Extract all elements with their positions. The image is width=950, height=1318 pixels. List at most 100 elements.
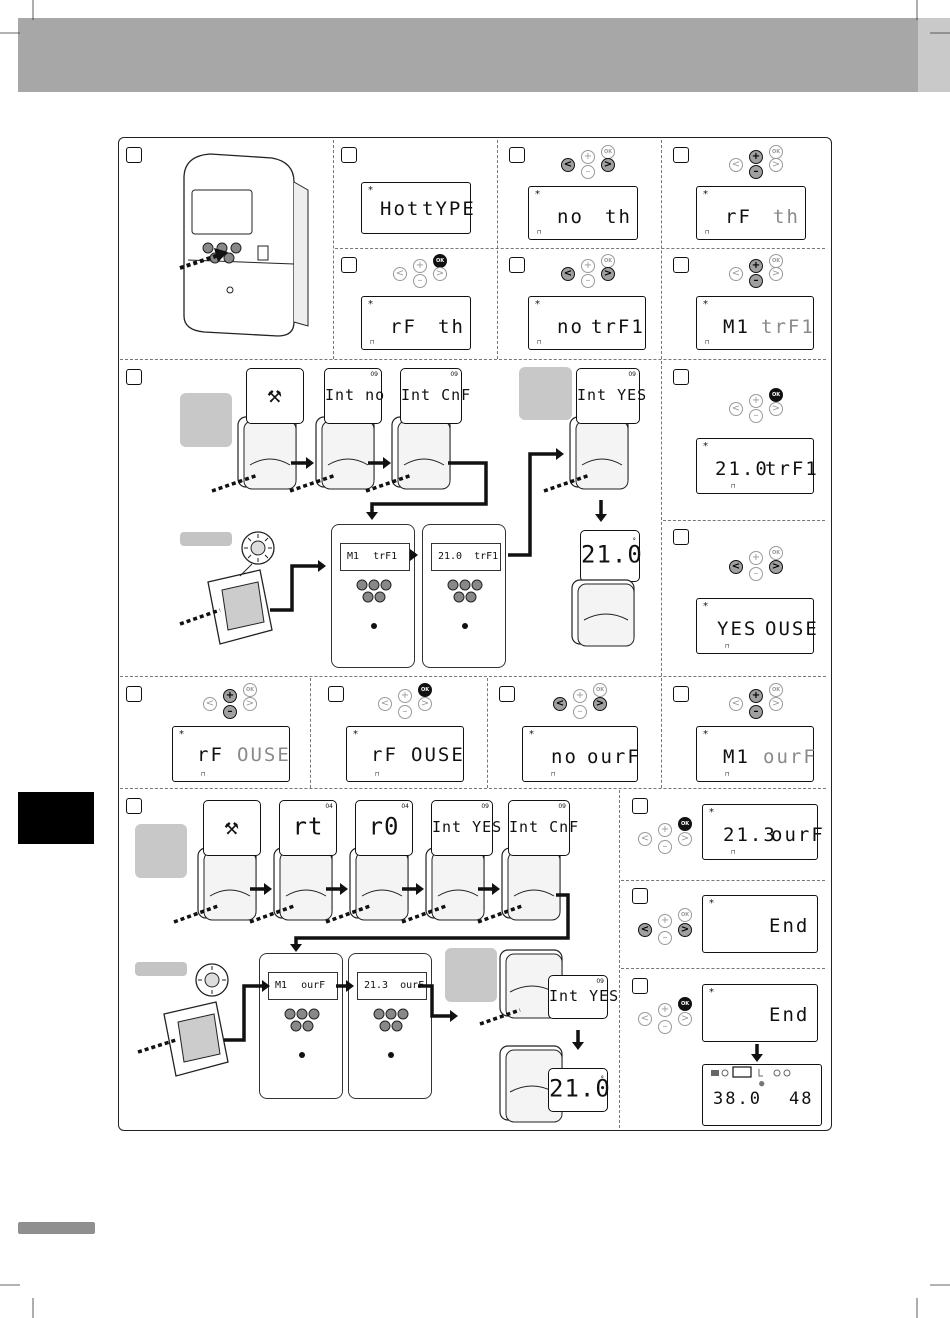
- wall-base-illustration: [137, 963, 229, 1077]
- minus-button[interactable]: –: [749, 409, 763, 423]
- lcd-text-right: OUSE: [765, 618, 819, 640]
- thermostat-illustration: [289, 416, 375, 493]
- lcd-text-right: OUSE: [237, 744, 291, 766]
- minus-button[interactable]: –: [749, 165, 763, 179]
- right-button[interactable]: >: [769, 402, 783, 416]
- minus-button[interactable]: –: [749, 567, 763, 581]
- minus-button[interactable]: –: [573, 705, 587, 719]
- right-button[interactable]: >: [678, 832, 692, 846]
- right-button[interactable]: >: [769, 267, 783, 281]
- plus-button[interactable]: +: [223, 689, 237, 703]
- plus-button[interactable]: +: [573, 689, 587, 703]
- bubble-corner-label: 09: [450, 371, 458, 378]
- panel-lcd-left: 21.3: [364, 980, 389, 991]
- right-button[interactable]: >: [769, 560, 783, 574]
- controller-unit-illustration: [179, 153, 309, 337]
- minus-button[interactable]: –: [658, 1020, 672, 1034]
- plus-button[interactable]: +: [658, 914, 672, 928]
- page-footer-bar: [18, 1222, 95, 1234]
- minus-button[interactable]: –: [658, 840, 672, 854]
- left-button[interactable]: <: [203, 697, 217, 711]
- ok-button[interactable]: OK: [243, 683, 257, 697]
- step-box: [126, 686, 142, 702]
- left-button[interactable]: <: [638, 1012, 652, 1026]
- minus-button[interactable]: –: [413, 274, 427, 288]
- lcd-star: *: [709, 987, 714, 998]
- plus-button[interactable]: +: [658, 823, 672, 837]
- lcd-star: *: [179, 729, 184, 740]
- wall-base-illustration: [179, 531, 275, 645]
- thermostat-illustration: [211, 416, 297, 493]
- panel-lcd-right: ourF: [400, 980, 425, 991]
- left-button[interactable]: <: [378, 697, 392, 711]
- lcd-text-left: rF: [725, 206, 752, 228]
- minus-button[interactable]: –: [658, 931, 672, 945]
- plus-button[interactable]: +: [749, 150, 763, 164]
- minus-button[interactable]: –: [581, 274, 595, 288]
- ok-button[interactable]: OK: [418, 683, 432, 697]
- plus-button[interactable]: +: [658, 1003, 672, 1017]
- right-button[interactable]: >: [433, 267, 447, 281]
- minus-button[interactable]: –: [581, 165, 595, 179]
- left-button[interactable]: <: [638, 832, 652, 846]
- thermostat-illustration: [249, 847, 333, 924]
- final-right-value: 48: [789, 1089, 814, 1109]
- plus-button[interactable]: +: [581, 259, 595, 273]
- lcd-text-right: tYPE: [422, 198, 476, 220]
- lcd-small-mark: ⊓: [551, 771, 556, 778]
- left-button[interactable]: <: [729, 697, 743, 711]
- ok-button[interactable]: OK: [769, 683, 783, 697]
- bubble-text: r0: [368, 812, 400, 841]
- right-button[interactable]: >: [243, 697, 257, 711]
- right-button[interactable]: >: [418, 697, 432, 711]
- left-button[interactable]: <: [729, 560, 743, 574]
- gray-callout-box: [180, 393, 232, 447]
- divider-v8: [619, 790, 620, 1128]
- left-button[interactable]: <: [729, 402, 743, 416]
- speech-bubble: 09 Int YES: [548, 975, 618, 1019]
- left-button[interactable]: <: [561, 158, 575, 172]
- left-button[interactable]: <: [561, 267, 575, 281]
- lcd-text-right: trF1: [765, 458, 819, 480]
- lcd-display: * End: [702, 984, 818, 1042]
- lcd-text-left: Hot: [380, 198, 421, 220]
- plus-button[interactable]: +: [581, 150, 595, 164]
- ok-button[interactable]: OK: [678, 997, 692, 1011]
- plus-button[interactable]: +: [749, 259, 763, 273]
- right-button[interactable]: >: [678, 923, 692, 937]
- right-button[interactable]: >: [593, 697, 607, 711]
- ok-button[interactable]: OK: [678, 817, 692, 831]
- left-button[interactable]: <: [729, 158, 743, 172]
- ok-button[interactable]: OK: [769, 546, 783, 560]
- bubble-corner-label: 09: [370, 371, 378, 378]
- left-button[interactable]: <: [393, 267, 407, 281]
- ok-button[interactable]: OK: [678, 908, 692, 922]
- plus-button[interactable]: +: [413, 259, 427, 273]
- right-button[interactable]: >: [769, 158, 783, 172]
- right-button[interactable]: >: [678, 1012, 692, 1026]
- minus-button[interactable]: –: [223, 705, 237, 719]
- minus-button[interactable]: –: [398, 705, 412, 719]
- right-button[interactable]: >: [601, 267, 615, 281]
- left-button[interactable]: <: [638, 923, 652, 937]
- ok-button[interactable]: OK: [769, 388, 783, 402]
- minus-button[interactable]: –: [749, 705, 763, 719]
- ok-button[interactable]: OK: [601, 145, 615, 159]
- lcd-text-right: th: [438, 316, 465, 338]
- plus-button[interactable]: +: [749, 689, 763, 703]
- lcd-star: *: [703, 441, 708, 452]
- lcd-star: *: [703, 601, 708, 612]
- left-button[interactable]: <: [729, 267, 743, 281]
- plus-button[interactable]: +: [749, 394, 763, 408]
- lcd-display: * M1 trF1 ⊓: [696, 296, 814, 350]
- header-tab: [918, 18, 950, 92]
- lcd-text-left: rF: [390, 316, 417, 338]
- left-button[interactable]: <: [553, 697, 567, 711]
- plus-button[interactable]: +: [749, 551, 763, 565]
- divider-v4: [661, 361, 662, 676]
- ok-button[interactable]: OK: [593, 683, 607, 697]
- minus-button[interactable]: –: [749, 274, 763, 288]
- right-button[interactable]: >: [601, 158, 615, 172]
- plus-button[interactable]: +: [398, 689, 412, 703]
- right-button[interactable]: >: [769, 697, 783, 711]
